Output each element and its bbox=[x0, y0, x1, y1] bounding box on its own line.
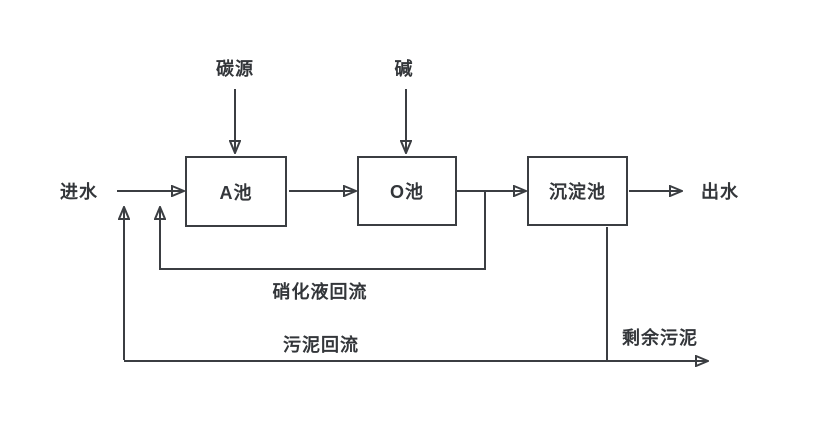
carbon-source-label: 碳源 bbox=[216, 59, 254, 79]
tank-a-node: A池 bbox=[185, 156, 287, 227]
tank-o-node: O池 bbox=[357, 156, 457, 226]
tank-o-label: O池 bbox=[389, 182, 424, 202]
nitrified-liquid-recycle-label: 硝化液回流 bbox=[272, 282, 368, 302]
excess-sludge-label: 剩余污泥 bbox=[622, 328, 698, 348]
tank-a-label: A池 bbox=[219, 182, 253, 203]
alkali-label: 碱 bbox=[394, 59, 414, 79]
effluent-label: 出水 bbox=[701, 182, 739, 202]
sludge-return-label: 污泥回流 bbox=[283, 335, 359, 355]
nitrified-liquid-recycle-line bbox=[160, 192, 486, 270]
influent-label: 进水 bbox=[60, 182, 98, 202]
sedimentation-tank-label: 沉淀池 bbox=[549, 182, 606, 202]
sedimentation-tank-node: 沉淀池 bbox=[527, 156, 628, 226]
